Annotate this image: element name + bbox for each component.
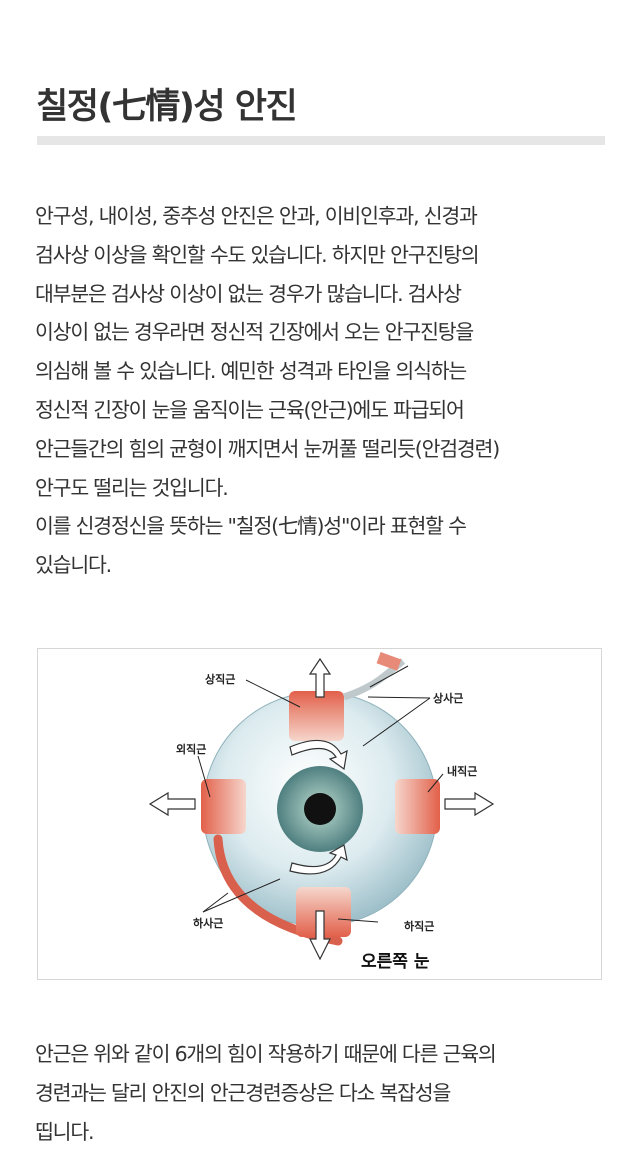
text-line: 이를 신경정신을 뜻하는 "칠정(七情)성"이라 표현할 수	[35, 514, 467, 539]
text-line: 안구성, 내이성, 중추성 안진은 안과, 이비인후과, 신경과	[35, 204, 478, 228]
title-underline	[37, 136, 605, 145]
text-line: 있습니다.	[35, 553, 112, 578]
label-inferior-rectus: 하직근	[404, 919, 434, 933]
text-line: 대부분은 검사상 이상이 없는 경우가 많습니다. 검사상	[35, 281, 462, 306]
label-superior-rectus: 상직근	[205, 672, 235, 686]
label-superior-oblique: 상사근	[433, 691, 463, 705]
label-inferior-oblique: 하사근	[193, 916, 223, 930]
medial-rectus-muscle	[395, 779, 440, 834]
label-lateral-rectus: 외직근	[176, 742, 206, 756]
superior-oblique-tendon	[342, 658, 406, 701]
figure-caption: 오른쪽 눈	[361, 952, 430, 972]
page-title: 칠정(七情)성 안진	[36, 87, 298, 127]
text-line: 안구도 떨리는 것입니다.	[35, 475, 229, 500]
text-line: 안근은 위와 같이 6개의 힘이 작용하기 때문에 다른 근육의	[35, 1042, 497, 1066]
intro-paragraph: 안구성, 내이성, 중추성 안진은 안과, 이비인후과, 신경과 검사상 이상을…	[35, 197, 615, 585]
text-line: 검사상 이상을 확인할 수도 있습니다. 하지만 안구진탕의	[35, 242, 480, 267]
closing-paragraph: 안근은 위와 같이 6개의 힘이 작용하기 때문에 다른 근육의 경련과는 달리…	[35, 1035, 615, 1151]
text-line: 의심해 볼 수 있습니다. 예민한 성격과 타인을 의식하는	[35, 359, 467, 384]
label-medial-rectus: 내직근	[447, 764, 477, 778]
eye-muscle-diagram: 상직근 상사근 외직근 내직근 하사근 하직근 오른쪽 눈	[37, 648, 602, 980]
lateral-rectus-muscle	[201, 779, 246, 834]
text-line: 안근들간의 힘의 균형이 깨지면서 눈꺼풀 떨리듯(안검경련)	[35, 436, 500, 461]
text-line: 정신적 긴장이 눈을 움직이는 근육(안근)에도 파급되어	[35, 397, 465, 422]
pupil	[304, 793, 336, 825]
direction-arrows	[148, 657, 495, 961]
text-line: 이상이 없는 경우라면 정신적 긴장에서 오는 안구진탕을	[35, 320, 474, 345]
superior-rectus-muscle	[289, 691, 344, 741]
text-line: 띱니다.	[35, 1119, 94, 1144]
text-line: 경련과는 달리 안진의 안근경련증상은 다소 복잡성을	[35, 1080, 451, 1105]
